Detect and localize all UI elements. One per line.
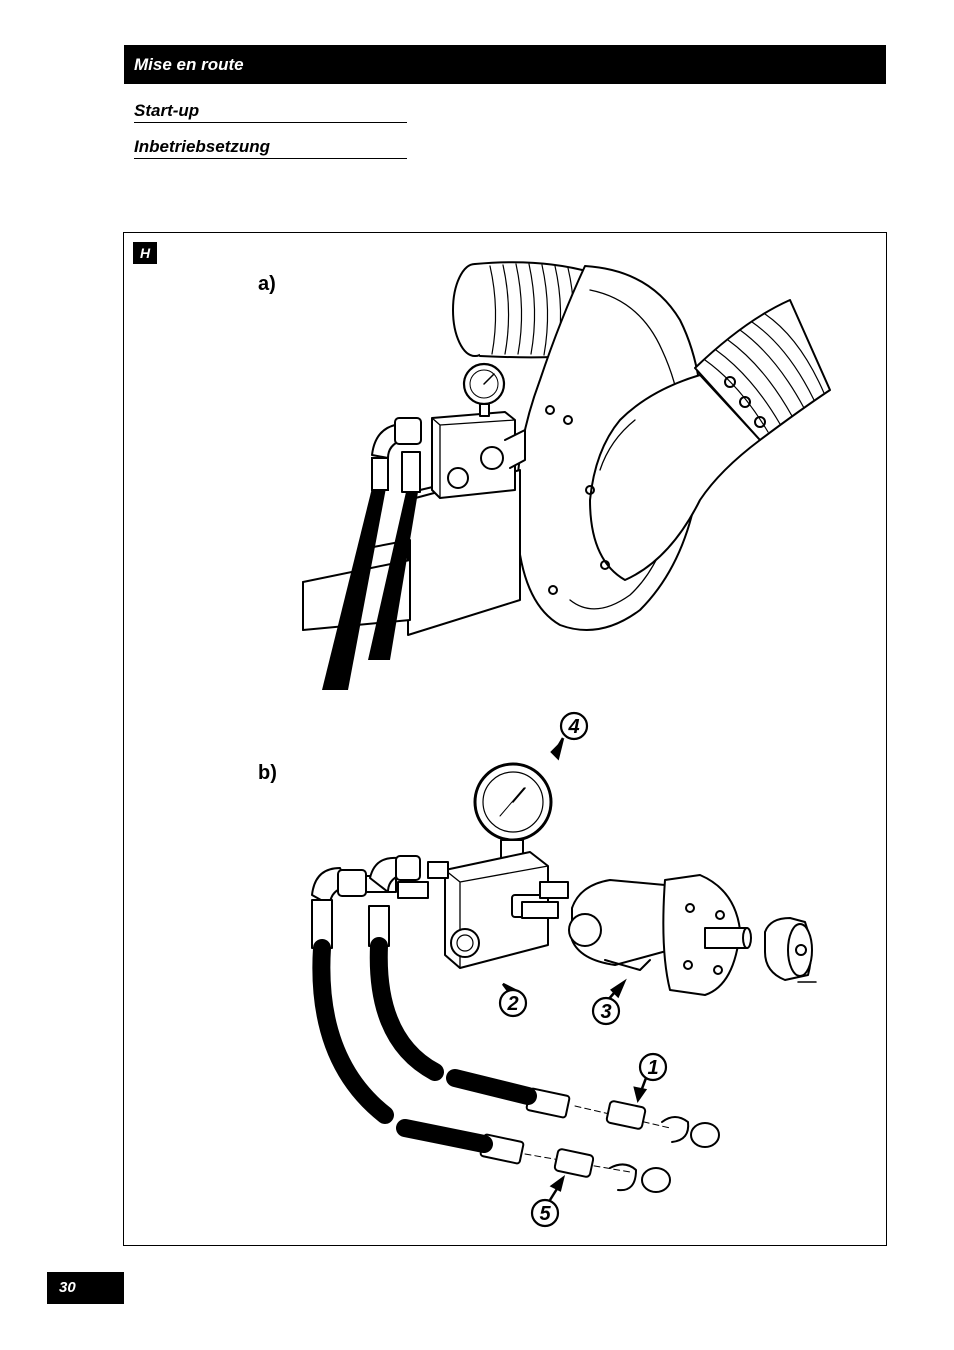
figure-label-a: a) — [258, 273, 276, 295]
svg-text:3: 3 — [600, 1001, 611, 1023]
figure-frame — [123, 232, 887, 1246]
callout-1: 1 — [638, 1052, 668, 1082]
subtitle-english: Start-up — [134, 101, 407, 123]
svg-text:5: 5 — [539, 1203, 551, 1225]
svg-text:4: 4 — [567, 716, 579, 738]
callout-4: 4 — [559, 711, 589, 741]
svg-text:2: 2 — [506, 993, 518, 1015]
section-title: Mise en route — [124, 45, 886, 84]
hydraulic-kit-drawing — [311, 762, 817, 1193]
blower-assembly-drawing — [302, 261, 831, 636]
page-number: 30 — [47, 1272, 124, 1304]
hydraulic-hoses-b — [312, 937, 537, 1153]
callout-2: 2 — [498, 988, 528, 1018]
callout-5: 5 — [530, 1198, 560, 1228]
figure-label-b: b) — [258, 762, 277, 784]
figure-tag: H — [133, 242, 157, 264]
subtitle-german: Inbetriebsetzung — [134, 137, 407, 159]
svg-text:1: 1 — [647, 1057, 658, 1079]
hydraulic-hoses-a — [322, 457, 418, 690]
callout-3: 3 — [591, 996, 621, 1026]
